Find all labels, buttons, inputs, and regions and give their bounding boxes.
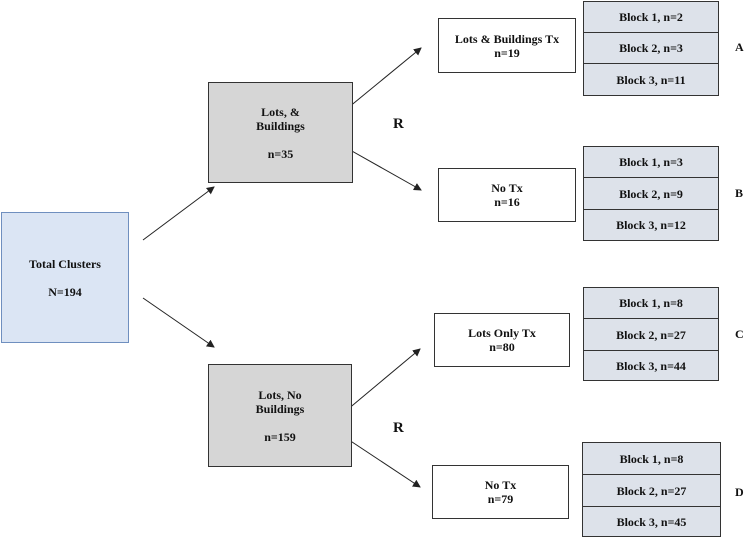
- arrow-total-to-lots-buildings: [142, 186, 215, 241]
- block-label: Block 2, n=3: [619, 41, 683, 55]
- arm-a-block-1: Block 1, n=2: [583, 1, 719, 33]
- block-label: Block 1, n=2: [619, 10, 683, 24]
- arrow-to-arm-c: [340, 348, 421, 416]
- arm-d-box: No Tx n=79: [432, 465, 569, 519]
- arm-c-box: Lots Only Tx n=80: [434, 313, 570, 367]
- arm-a-block-3: Block 3, n=11: [583, 63, 719, 96]
- total-clusters-title: Total Clusters: [29, 256, 101, 271]
- arrow-to-arm-b: [342, 145, 422, 191]
- group-lots-buildings-box: Lots, & Buildings n=35: [208, 82, 353, 183]
- arm-b-block-1: Block 1, n=3: [583, 146, 719, 178]
- arrow-to-arm-a: [342, 47, 422, 113]
- arm-d-title: No Tx: [484, 478, 517, 492]
- total-clusters-count: N=194: [48, 284, 82, 299]
- arm-a-box: Lots & Buildings Tx n=19: [438, 18, 576, 73]
- group-lots-buildings-title: Lots, & Buildings: [256, 104, 305, 133]
- arm-b-block-2: Block 2, n=9: [583, 177, 719, 210]
- group-lots-no-buildings-count: n=159: [264, 429, 296, 444]
- arm-a-letter: A: [735, 40, 744, 54]
- block-label: Block 2, n=27: [616, 327, 686, 342]
- arm-c-letter: C: [735, 327, 744, 341]
- arm-d-letter: D: [735, 485, 744, 499]
- block-label: Block 1, n=3: [619, 155, 683, 169]
- arm-c-title: Lots Only Tx: [468, 326, 536, 340]
- arm-a-count: n=19: [494, 45, 520, 60]
- block-label: Block 1, n=8: [619, 451, 684, 466]
- arm-b-title: No Tx: [491, 181, 523, 195]
- block-label: Block 3, n=12: [616, 218, 686, 232]
- arrow-total-to-lots-no-buildings: [142, 297, 215, 348]
- arm-d-count: n=79: [487, 492, 514, 506]
- arm-c-block-1: Block 1, n=8: [583, 287, 719, 319]
- block-label: Block 1, n=8: [619, 296, 683, 310]
- randomization-label-top: R: [393, 116, 404, 132]
- group-lots-no-buildings-title: Lots, No Buildings: [255, 387, 305, 416]
- arm-b-block-3: Block 3, n=12: [583, 209, 719, 241]
- group-lots-buildings-count: n=35: [267, 146, 294, 161]
- block-label: Block 3, n=11: [616, 72, 686, 87]
- arm-d-block-3: Block 3, n=45: [582, 506, 721, 537]
- arm-b-letter: B: [735, 186, 744, 200]
- total-clusters-box: Total Clusters N=194: [1, 212, 129, 343]
- arm-a-title: Lots & Buildings Tx: [454, 31, 560, 46]
- block-label: Block 2, n=9: [619, 186, 683, 201]
- arm-b-box: No Tx n=16: [438, 168, 576, 222]
- arm-a-block-2: Block 2, n=3: [583, 32, 719, 64]
- arm-b-count: n=16: [494, 195, 520, 209]
- arm-d-block-2: Block 2, n=27: [582, 474, 721, 507]
- randomization-label-bottom: R: [393, 420, 404, 436]
- block-label: Block 3, n=44: [616, 358, 686, 373]
- arm-d-block-1: Block 1, n=8: [582, 442, 721, 475]
- block-label: Block 3, n=45: [616, 514, 687, 529]
- group-lots-no-buildings-box: Lots, No Buildings n=159: [208, 364, 352, 467]
- arm-c-block-2: Block 2, n=27: [583, 318, 719, 351]
- block-label: Block 2, n=27: [616, 483, 687, 498]
- arm-c-count: n=80: [489, 340, 515, 354]
- arm-c-block-3: Block 3, n=44: [583, 350, 719, 381]
